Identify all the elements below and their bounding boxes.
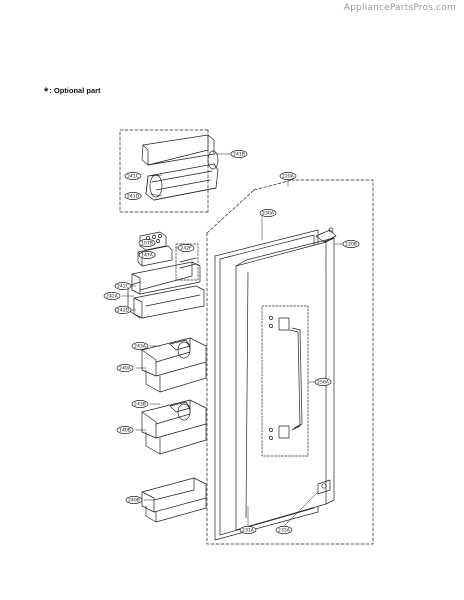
callout-label: 242A [106, 294, 119, 300]
callout-241D: 241D [124, 192, 142, 200]
callout-label: 241B [233, 152, 245, 158]
callout-242A: 242A [103, 292, 121, 300]
callout-240A: 240A [116, 364, 134, 372]
callout-label: 107B [141, 241, 153, 247]
callout-241C: 241C [124, 172, 142, 180]
callout-242C: 242C [114, 282, 132, 290]
callout-140B: 140B [116, 426, 134, 434]
door-bin-upper [141, 337, 207, 393]
small-egg-bin [137, 231, 173, 267]
callout-label: 242D [117, 308, 130, 314]
callout-label: 240A [119, 366, 132, 372]
callout-label: 242C [117, 284, 129, 290]
callout-220B: 220B [342, 240, 360, 248]
top-hinge [315, 227, 337, 243]
watermark: AppliancePartsPros.com [343, 3, 456, 13]
callout-240B: 240B [125, 496, 143, 504]
bottom-hinge [317, 479, 331, 495]
callout-220A: 220A [279, 172, 297, 180]
callout-242F: 242F [177, 244, 195, 252]
callout-label: 220B [345, 242, 357, 248]
callout-label: 231A [242, 528, 255, 534]
callout-241B: 241B [230, 150, 248, 158]
callout-label: 243B [134, 402, 146, 408]
callout-label: 140B [119, 428, 131, 434]
door-bin-middle [141, 399, 207, 455]
callout-242D: 242D [114, 306, 132, 314]
group-box-top-bin [119, 129, 209, 213]
callout-label: 243A [134, 344, 147, 350]
asterisk-symbol: * [44, 86, 49, 98]
callout-107B: 107B [138, 239, 156, 247]
callout-231A: 231A [239, 526, 257, 534]
callout-label: 241C [127, 174, 139, 180]
shelf-bin-assembly [127, 243, 205, 319]
callout-147A: 147A [138, 251, 156, 259]
top-door-bin [141, 134, 219, 201]
door-handle [261, 305, 309, 457]
callout-label: 220A [282, 174, 295, 180]
door-gasket [214, 229, 319, 541]
callout-label: 147A [141, 253, 154, 259]
callout-label: 250A [317, 380, 330, 386]
door-panel [235, 237, 335, 531]
door-bin-lower [141, 477, 207, 523]
optional-part-text: : Optional part [49, 86, 101, 95]
callout-243B: 243B [131, 400, 149, 408]
optional-part-legend: *: Optional part [44, 84, 101, 98]
callout-250A: 250A [314, 378, 332, 386]
callout-label: 230A [262, 211, 275, 217]
callout-230A: 230A [259, 209, 277, 217]
callout-243A: 243A [131, 342, 149, 350]
callout-label: 240B [128, 498, 140, 504]
callout-233A: 233A [275, 526, 293, 534]
callout-label: 242F [180, 246, 192, 252]
callout-label: 241D [127, 194, 140, 200]
callout-label: 233A [278, 528, 291, 534]
